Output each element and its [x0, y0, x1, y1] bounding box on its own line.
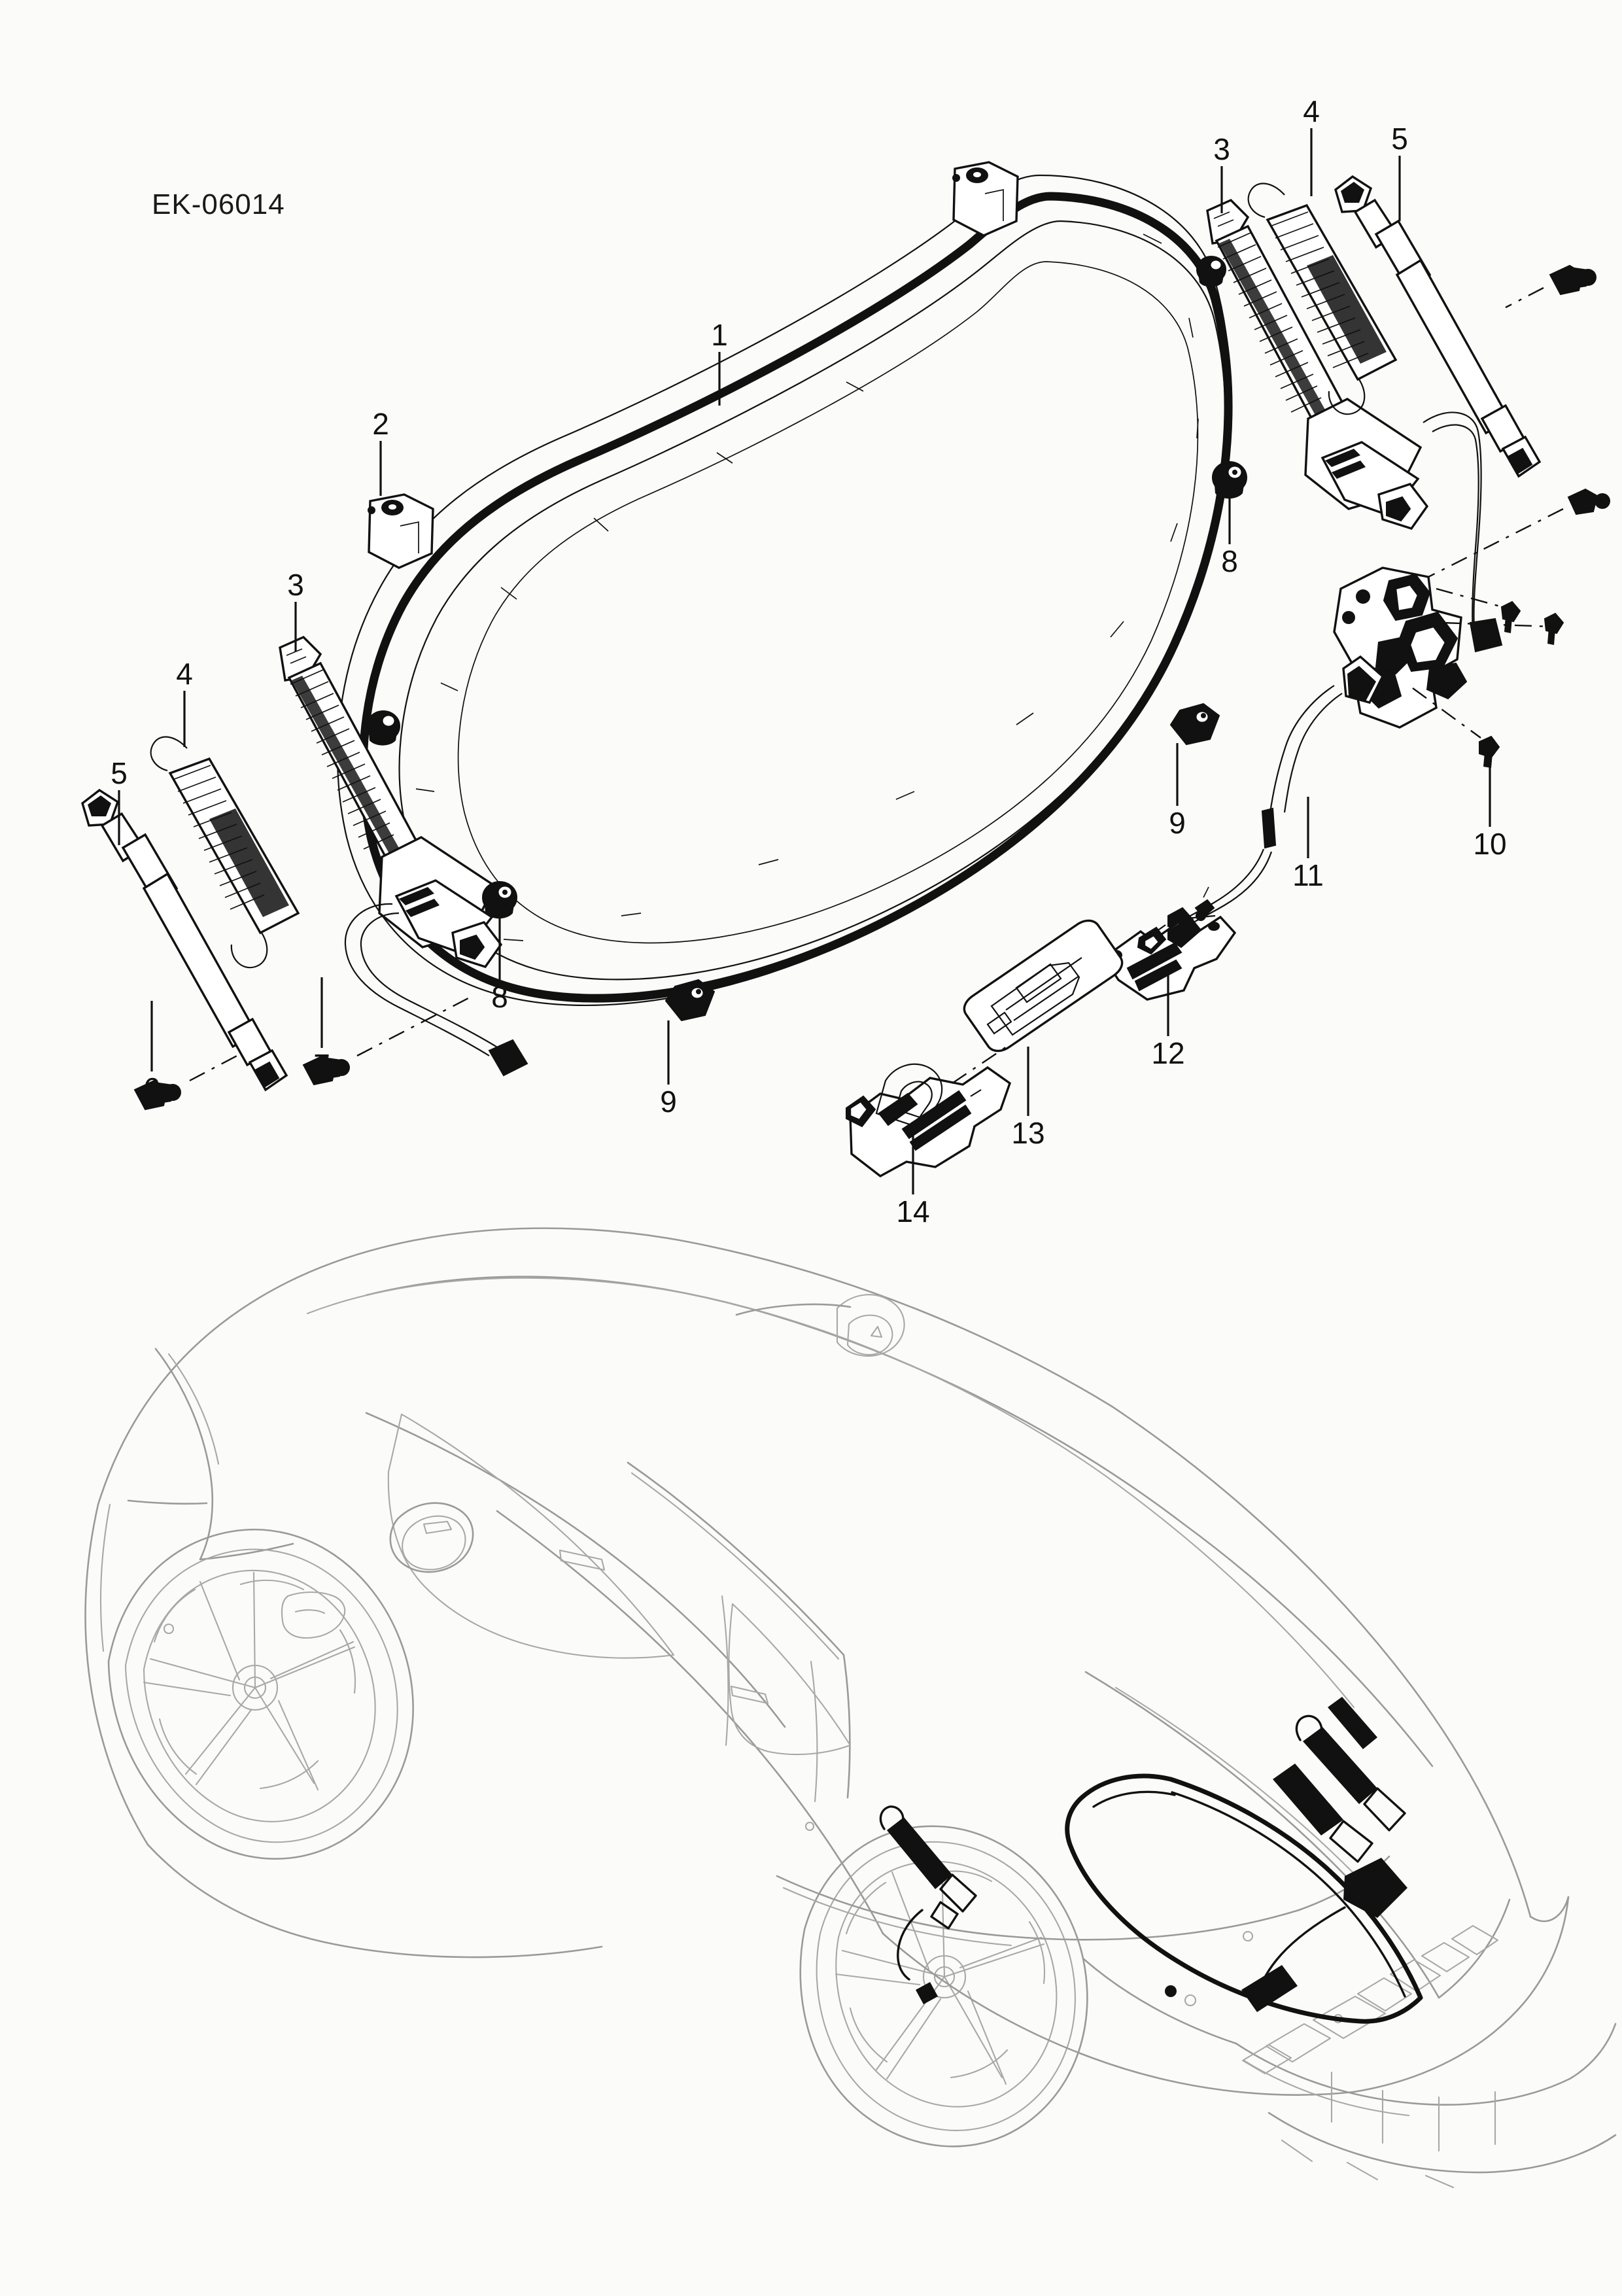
- callout-12: 12: [1151, 1036, 1184, 1070]
- license-lamp-assembly-part14: [846, 1045, 1012, 1178]
- buffer-part9-left: [664, 979, 716, 1022]
- ball-stud-part7: [302, 997, 469, 1086]
- ball-stud-right-lower: [1420, 488, 1610, 582]
- callout-8-right: 8: [1221, 544, 1238, 578]
- callout-2: 2: [372, 407, 389, 441]
- gas-strut-left-part5: [81, 788, 288, 1092]
- bumper-stopper-seal-upper-right: [1196, 256, 1226, 287]
- callout-5-left: 5: [111, 756, 128, 790]
- torsion-spring-left-part3: [279, 635, 503, 968]
- callout-3-right: 3: [1213, 132, 1230, 166]
- release-switch-cover-part13: [963, 919, 1124, 1052]
- bumper-stopper-right-part8: [1212, 461, 1247, 499]
- callout-10: 10: [1473, 827, 1506, 861]
- diagram-code-label: EK-06014: [152, 188, 285, 220]
- callout-numbers: 1 2 3 4 5 8 3 4 5 6 7 8 9 9 10 11 12 13 …: [111, 94, 1506, 1228]
- buffer-part9-right: [1169, 703, 1220, 746]
- ball-stud-part6: [133, 1053, 240, 1111]
- release-switch-bracket-part12: [1102, 886, 1237, 1001]
- callout-leaders: [118, 128, 1491, 1194]
- callout-6: 6: [143, 1071, 160, 1105]
- callout-14: 14: [896, 1194, 929, 1228]
- callout-1: 1: [711, 318, 728, 352]
- wire-harness-left: [344, 903, 528, 1077]
- callout-7: 7: [313, 1048, 330, 1082]
- ball-stud-right-upper: [1505, 264, 1596, 309]
- bumper-stopper-seal-upper-left: [366, 710, 400, 746]
- torsion-spring-right-part3: [1206, 198, 1429, 530]
- callout-4-right: 4: [1303, 94, 1320, 128]
- bumper-stopper-left-part8: [482, 881, 517, 919]
- callout-8-left: 8: [491, 980, 508, 1014]
- coil-spring-right-part4: [1247, 183, 1398, 415]
- weatherstrip-clip-upper: [952, 161, 1019, 237]
- callout-11: 11: [1292, 858, 1324, 892]
- weatherstrip-clip-part2: [368, 493, 434, 569]
- wire-harness-right: [1423, 411, 1503, 653]
- callout-13: 13: [1011, 1116, 1044, 1150]
- callout-9-right: 9: [1169, 806, 1186, 840]
- gas-strut-right-part5: [1334, 175, 1542, 478]
- coil-spring-left-part4: [150, 736, 300, 969]
- callout-4-left: 4: [176, 657, 193, 691]
- installed-parts-highlight: [879, 1697, 1423, 2024]
- callout-9-left: 9: [660, 1085, 677, 1119]
- callout-3-left: 3: [287, 568, 304, 602]
- tailgate-latch-assembly: [1128, 566, 1564, 955]
- vehicle-outline-illustration: [84, 1227, 1617, 2189]
- callout-5-right: 5: [1391, 122, 1408, 156]
